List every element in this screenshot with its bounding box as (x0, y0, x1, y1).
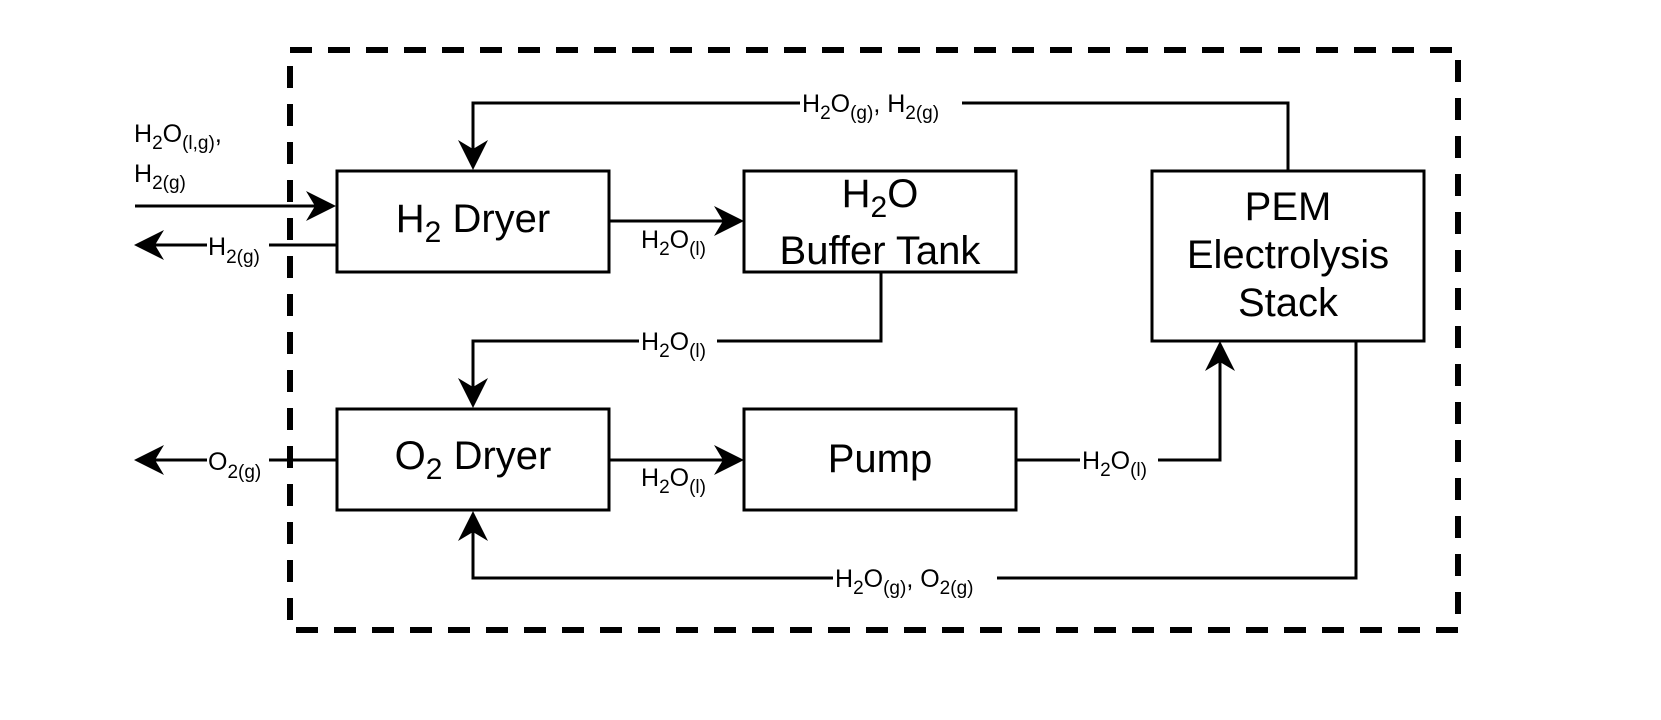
tank-label-line2: Buffer Tank (780, 229, 982, 273)
h2-dryer-block: H2 Dryer (335, 169, 611, 274)
h2o-buffer-tank-block: H2O Buffer Tank (742, 169, 1018, 274)
pump-to-stack-arrow (1016, 341, 1235, 462)
h2-dryer-to-tank-label: H2O(l) (641, 226, 706, 260)
stack-to-o2-dryer-label: H2O(g), O2(g) (835, 565, 973, 599)
pem-label-line2: Electrolysis (1187, 233, 1389, 277)
svg-text:H2 Dryer: H2 Dryer (396, 197, 550, 249)
o2-dryer-label-main: O (395, 434, 426, 478)
pump-block: Pump (742, 407, 1018, 512)
stack-to-h2-dryer-label: H2O(g), H2(g) (802, 90, 939, 124)
pem-electrolysis-stack-block: PEM Electrolysis Stack (1150, 169, 1426, 343)
pem-label-line3: Stack (1238, 281, 1339, 325)
h2-dryer-label-rest: Dryer (441, 197, 550, 241)
system-boundary (287, 47, 1461, 633)
h2-outlet-label: H2(g) (208, 233, 260, 268)
pump-to-stack-label: H2O(l) (1082, 447, 1147, 481)
svg-text:H2O: H2O (842, 172, 919, 224)
o2-dryer-block: O2 Dryer (335, 407, 611, 512)
h2-dryer-label-main: H (396, 197, 425, 241)
o2-dryer-to-pump-label: H2O(l) (641, 464, 706, 498)
o2-dryer-label-sub: 2 (426, 453, 443, 486)
tank-label-o: O (887, 172, 918, 216)
tank-to-o2-dryer-label: H2O(l) (641, 328, 706, 362)
pem-label-line1: PEM (1245, 185, 1332, 229)
o2-outlet-label: O2(g) (208, 448, 261, 483)
pump-label: Pump (828, 437, 933, 481)
svg-text:O2 Dryer: O2 Dryer (395, 434, 552, 486)
o2-dryer-label-rest: Dryer (442, 434, 551, 478)
inlet-label-line1: H2O(l,g), (134, 120, 222, 154)
tank-label-sub: 2 (871, 191, 888, 224)
tank-label-h: H (842, 172, 871, 216)
h2-dryer-label-sub: 2 (425, 216, 442, 249)
inlet-label-line2: H2(g) (134, 160, 186, 194)
